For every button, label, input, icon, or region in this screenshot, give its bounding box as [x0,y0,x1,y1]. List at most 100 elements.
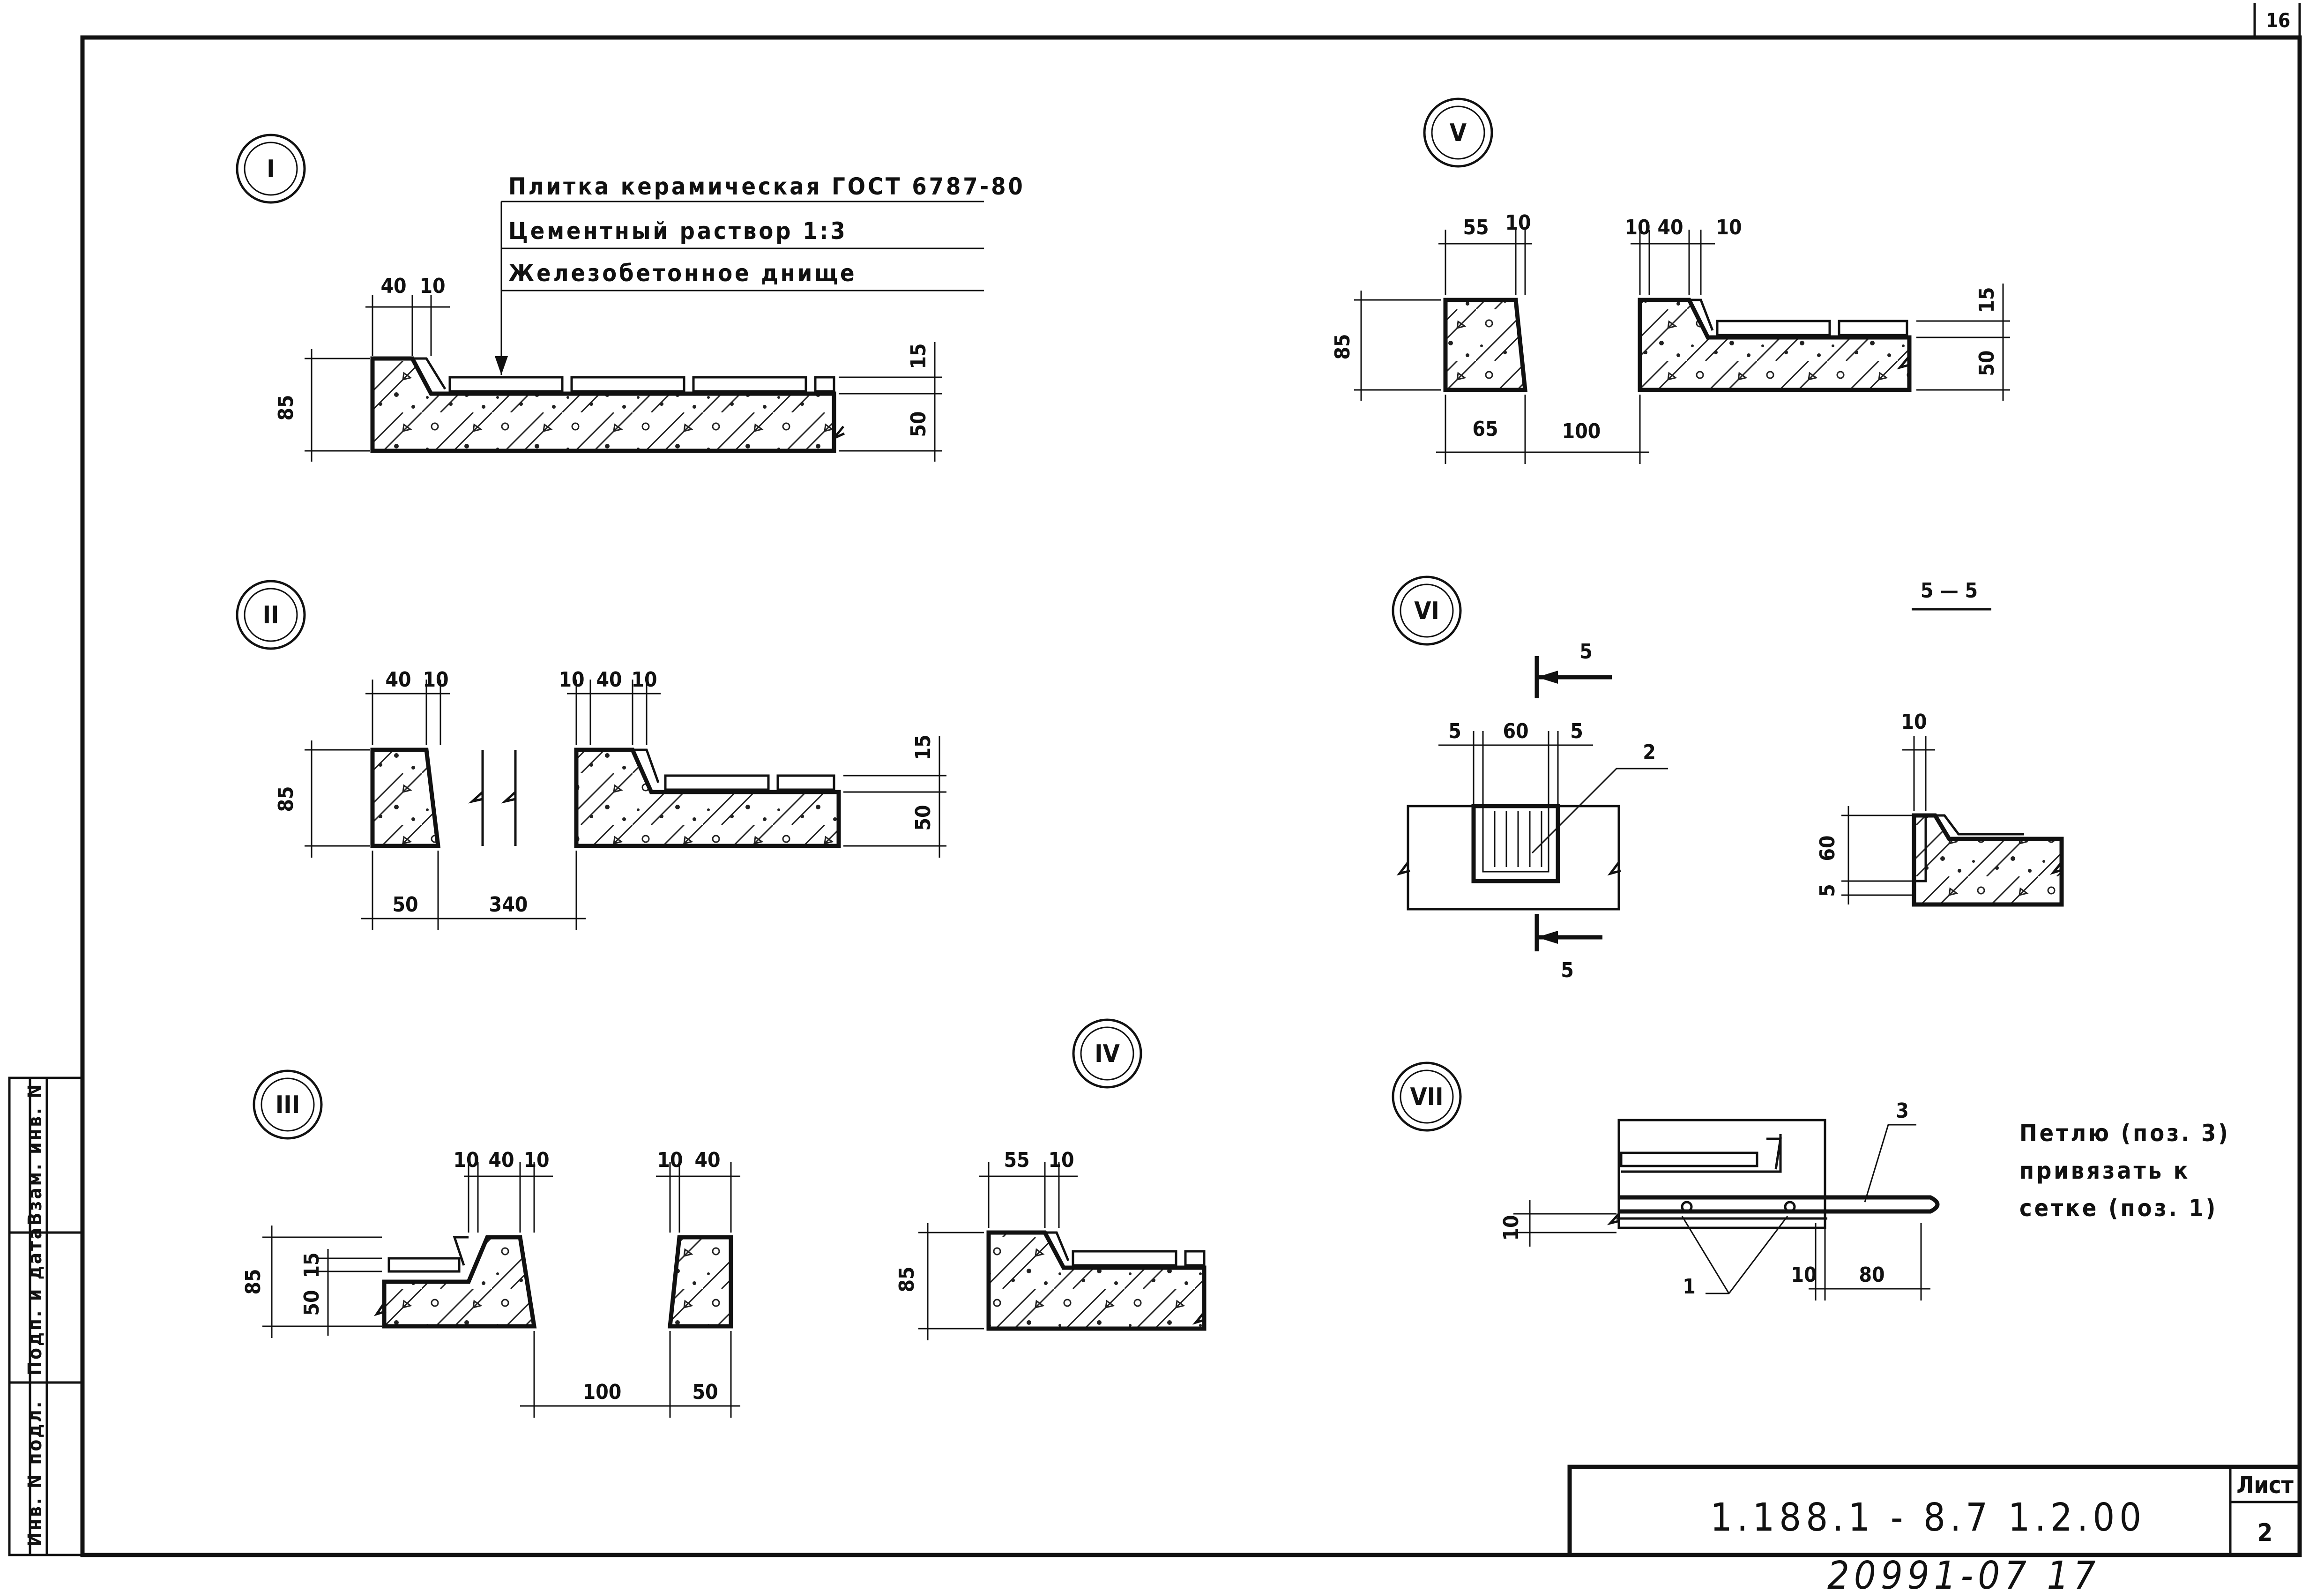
dim-3-tl-c: 10 [523,1148,549,1172]
dim-2-tr-b: 40 [596,668,622,692]
callout-6-pos2: 2 [1643,740,1656,764]
dim-3-bottom-b: 50 [692,1380,718,1404]
mark-6: VI [1392,576,1462,646]
detail-5: V 55 10 10 40 10 85 15 50 65 100 [1331,97,2010,464]
dim-1-top-a: 40 [380,274,406,298]
dim-6-sec-top: 10 [1901,710,1927,734]
dim-3-tr-a: 10 [657,1148,683,1172]
dim-3-left-a: 85 [241,1269,265,1294]
dim-6-sec-left-b: 5 [1816,884,1840,897]
mark-5-label: V [1450,119,1467,147]
side-stamp-inv: Инв. N подл. [24,1400,46,1547]
slab-1 [370,356,836,453]
mark-6-label: VI [1414,597,1439,625]
dim-2-right-a: 15 [911,734,935,760]
slab-5 [1638,298,1912,392]
dim-3-left-c: 50 [300,1290,324,1315]
dim-6-top-a: 5 [1448,719,1461,743]
beam-2-left [370,747,441,848]
dim-5-bottom-a: 65 [1472,417,1498,441]
sheet-label: Лист [2236,1472,2294,1499]
side-stamp-replace: Взам. инв. N [24,1083,46,1226]
archive-number: 20991-07 17 [1827,1554,2100,1592]
dim-2-bottom-b: 340 [489,893,528,917]
side-stamp-sign: Подп. и дата [24,1226,46,1375]
dim-4-top-a: 55 [1004,1148,1029,1172]
dim-7-left: 10 [1499,1215,1523,1241]
dim-2-left: 85 [274,786,298,812]
dim-1-left: 85 [274,395,298,420]
detail-6: VI 5 — 5 2 5 5 5 60 5 10 60 5 [1392,576,2064,982]
dim-3-tr-b: 40 [694,1148,720,1172]
mark-7: VII [1392,1061,1462,1132]
mark-3-label: III [276,1091,300,1119]
side-stamp: Инв. N подл. Подп. и дата Взам. инв. N [8,1076,84,1556]
mark-5: V [1423,97,1493,168]
dim-1-top-b: 10 [419,274,445,298]
slab-4 [986,1230,1207,1331]
mark-1-label: I [267,155,275,183]
dim-2-bottom-a: 50 [392,893,418,917]
note-1-mortar: Цементный раствор 1:3 [508,217,848,245]
dim-2-tl-a: 40 [385,668,411,692]
detail-3: III 10 40 10 10 40 85 15 50 100 50 [241,1069,740,1418]
tiles-1 [448,376,835,393]
dim-3-bottom-a: 100 [583,1380,622,1404]
mark-1: I [236,134,306,204]
detail-2: II 40 10 10 40 10 85 15 50 50 340 [236,580,946,930]
sheet-frame [80,3,2302,1557]
dim-5-right-a: 15 [1975,287,1999,313]
note-7-line2: привязать к [2019,1157,2190,1184]
slab-2 [574,747,841,848]
dim-2-tr-c: 10 [631,668,657,692]
dim-5-bottom-b: 100 [1562,419,1601,443]
dim-4-left: 85 [895,1266,919,1292]
mark-7-label: VII [1410,1083,1444,1111]
dim-3-tl-b: 40 [488,1148,514,1172]
beam-3-right [668,1235,733,1329]
mark-2-label: II [263,601,279,629]
dim-5-left: 85 [1331,334,1355,359]
sheet-number: 2 [2257,1519,2273,1547]
note-1-slab: Железобетонное днище [508,260,857,287]
mark-4: IV [1072,1018,1142,1089]
slab-3 [382,1235,537,1329]
drawing-code: 1.188.1 - 8.7 1.2.00 [1710,1495,2146,1540]
dim-7-bottom-b: 80 [1859,1263,1885,1287]
dim-5-right-b: 50 [1975,350,1999,376]
loop-bar [1619,1195,1940,1214]
detail-1: I Плитка керамическая ГОСТ 6787-80 Цемен… [236,134,1025,462]
cut-6-top: 5 [1579,640,1593,664]
title-block [1567,1465,2302,1557]
dim-1-right-b: 50 [907,411,931,437]
cut-6-bottom: 5 [1561,958,1574,982]
callout-7-pos1: 1 [1683,1275,1696,1299]
note-1-tile: Плитка керамическая ГОСТ 6787-80 [508,173,1025,200]
dim-5-tr-c: 10 [1716,216,1742,239]
slab-7 [1617,1119,1826,1229]
dim-4-top-b: 10 [1048,1148,1074,1172]
section-title: 5 — 5 [1921,579,1978,603]
note-7-line3: сетке (поз. 1) [2019,1195,2218,1222]
detail-7: VII 3 1 10 10 80 Петлю (поз. 3) привязат… [1392,1061,2230,1301]
section-5-5 [1912,813,2064,907]
dim-5-tr-a: 10 [1624,216,1650,239]
dim-1-right-a: 15 [907,343,931,369]
detail-4: IV 55 10 85 [895,1018,1207,1340]
note-7-line1: Петлю (поз. 3) [2019,1120,2230,1147]
dim-6-top-c: 5 [1570,719,1583,743]
dim-2-tl-b: 10 [423,668,448,692]
dim-5-tl-b: 10 [1505,211,1531,235]
mark-3: III [253,1069,323,1140]
dim-3-tl-a: 10 [453,1148,479,1172]
callout-7-pos3: 3 [1896,1099,1909,1123]
mark-2: II [236,580,306,650]
dim-6-top-b: 60 [1503,719,1528,743]
dim-7-bottom-a: 10 [1791,1263,1817,1287]
plan-strip [1407,805,1620,911]
dim-5-tr-b: 40 [1657,216,1683,239]
dim-6-sec-left-a: 60 [1816,835,1840,861]
groove [1471,804,1560,883]
page-number: 16 [2266,9,2291,32]
